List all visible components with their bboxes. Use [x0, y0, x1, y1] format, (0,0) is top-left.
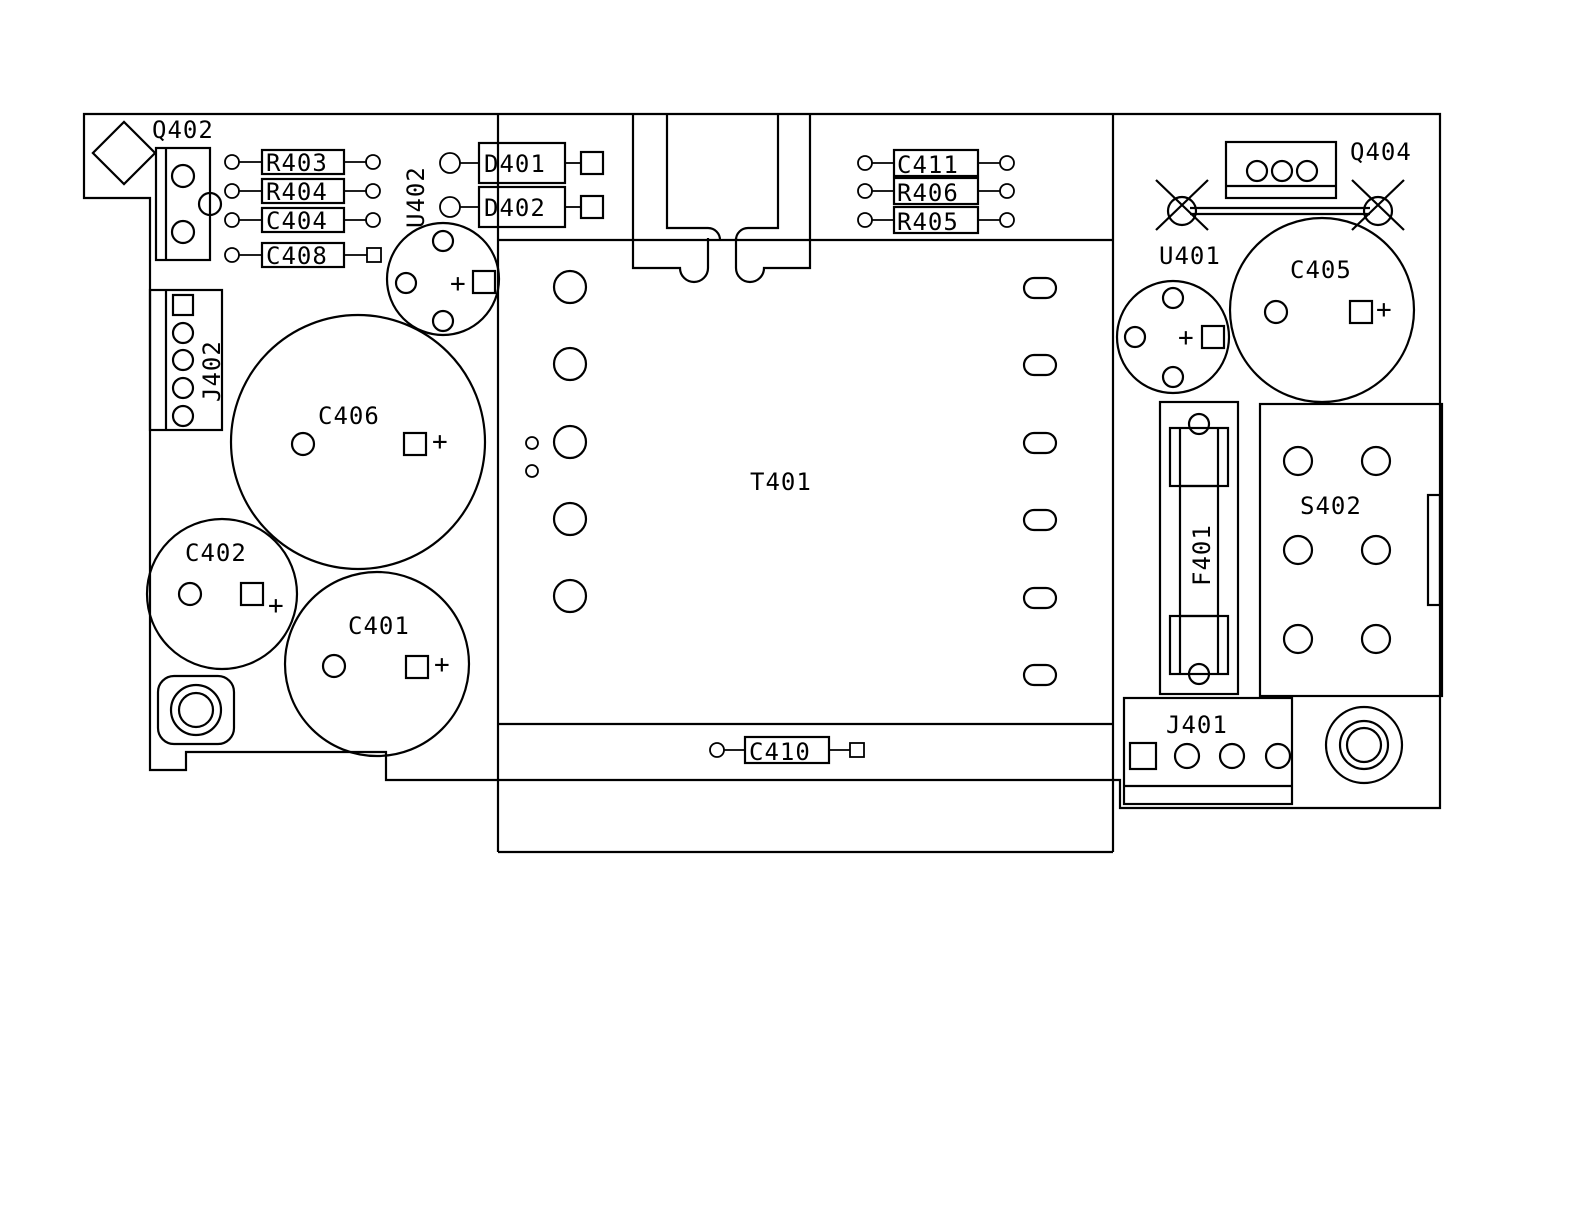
polarity-plus-c406: +	[432, 427, 448, 457]
regulator-u401: + U401	[1117, 242, 1229, 393]
polarity-plus-c405: +	[1376, 295, 1392, 325]
regulator-u402: + U402	[387, 166, 499, 335]
diode-d402: D402	[440, 187, 603, 227]
label-c410: C410	[749, 738, 811, 766]
resistor-r404: R404	[225, 178, 380, 206]
label-c402: C402	[185, 539, 247, 567]
label-c411: C411	[897, 151, 959, 179]
connector-j402: J402	[150, 290, 226, 430]
label-c406: C406	[318, 402, 380, 430]
label-r403: R403	[266, 149, 328, 177]
label-s402: S402	[1300, 492, 1362, 520]
label-c405: C405	[1290, 256, 1352, 284]
polarity-plus-u401: +	[1178, 323, 1194, 353]
label-d401: D401	[484, 150, 546, 178]
label-d402: D402	[484, 194, 546, 222]
resistor-r403: R403	[225, 149, 380, 177]
polarity-plus-c401: +	[434, 650, 450, 680]
polarity-plus-c402: +	[268, 591, 284, 621]
label-j402: J402	[198, 340, 226, 402]
label-j401: J401	[1166, 711, 1228, 739]
label-c401: C401	[348, 612, 410, 640]
label-t401: T401	[750, 468, 812, 496]
label-r404: R404	[266, 178, 328, 206]
capacitor-c405: + C405	[1230, 218, 1414, 402]
capacitor-c411: C411	[858, 150, 1014, 179]
resistor-r405: R405	[858, 207, 1014, 236]
mounting-hole-left	[158, 676, 234, 744]
resistor-r406: R406	[858, 178, 1014, 207]
polarity-plus-u402: +	[450, 269, 466, 299]
label-q404: Q404	[1350, 138, 1412, 166]
capacitor-c408: C408	[225, 242, 381, 270]
switch-s402: S402	[1260, 404, 1442, 696]
capacitor-c406: + C406	[231, 315, 485, 569]
transistor-q404: Q404	[1156, 138, 1412, 230]
label-q402: Q402	[152, 116, 214, 144]
label-u402: U402	[402, 166, 430, 228]
diode-d401: D401	[440, 143, 603, 183]
capacitor-c404: C404	[225, 207, 380, 235]
label-c408: C408	[266, 242, 328, 270]
label-r405: R405	[897, 208, 959, 236]
capacitor-c402: + C402	[147, 519, 297, 669]
capacitor-c410: C410	[710, 737, 864, 766]
label-c404: C404	[266, 207, 328, 235]
capacitor-c401: + C401	[285, 572, 469, 756]
label-u401: U401	[1159, 242, 1221, 270]
transistor-q402: Q402	[93, 116, 221, 260]
connector-j401: J401	[1124, 698, 1292, 804]
label-r406: R406	[897, 179, 959, 207]
fuse-f401: F401	[1160, 402, 1238, 694]
mounting-hole-right	[1326, 707, 1402, 783]
label-f401: F401	[1188, 524, 1216, 586]
